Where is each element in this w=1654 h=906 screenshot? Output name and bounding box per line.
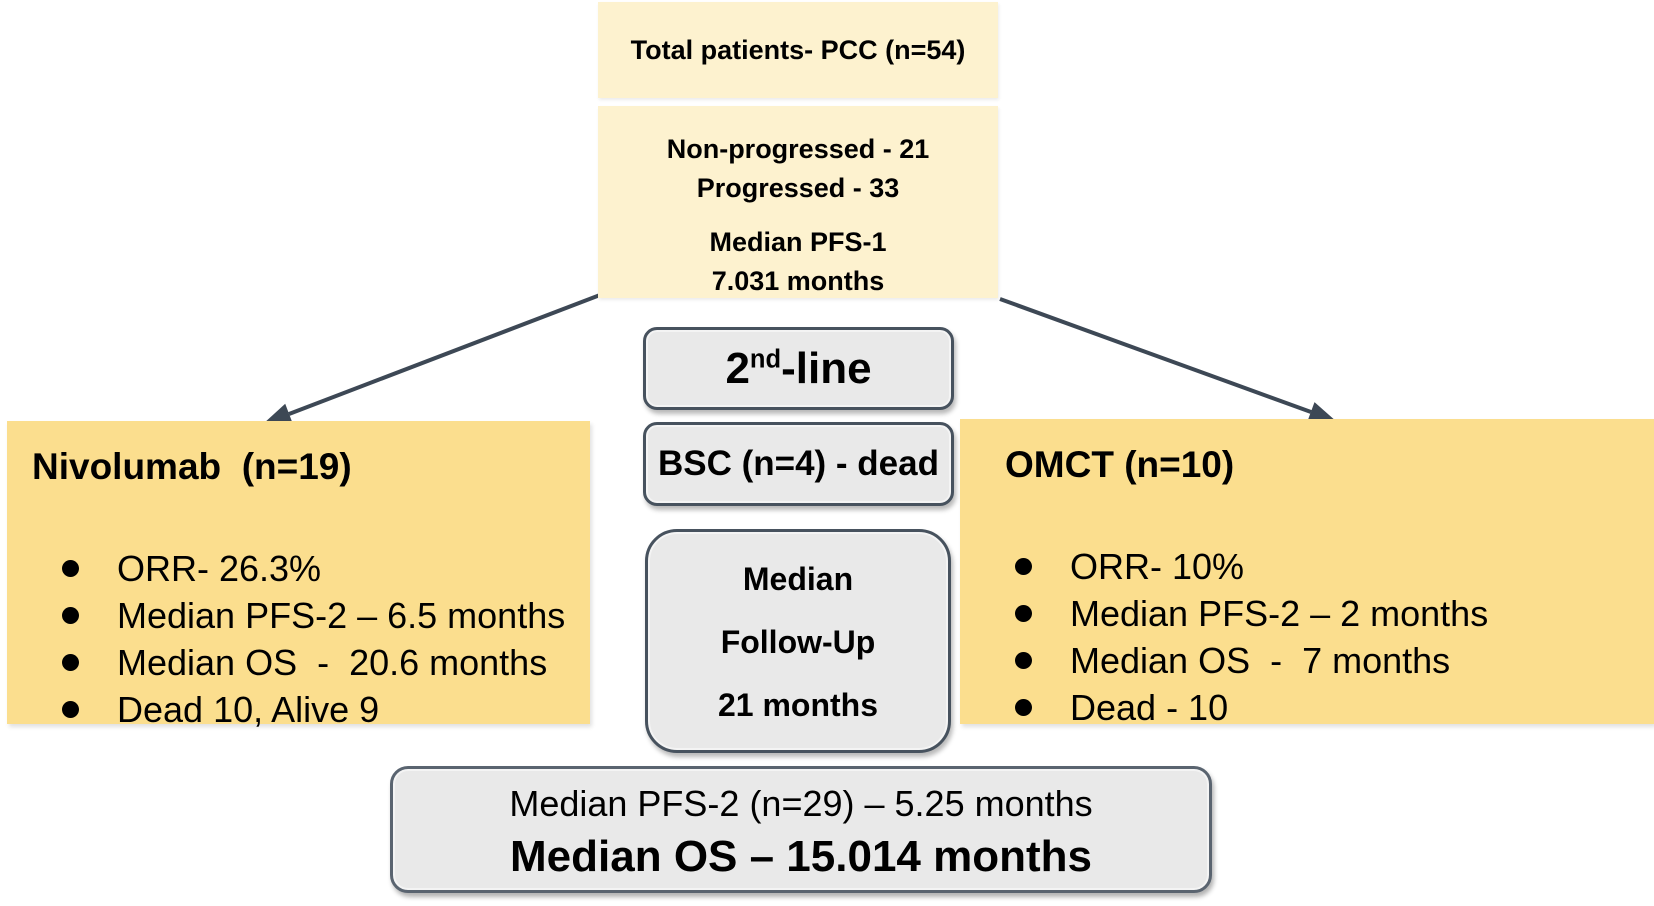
total-patients-box: Total patients- PCC (n=54) [598,2,998,98]
list-item: Dead - 10 [960,684,1654,731]
summary-os-text: Median OS – 15.014 months [510,832,1092,881]
non-progressed-text: Non-progressed - 21 [666,134,930,164]
list-item: Median OS - 20.6 months [7,639,590,686]
second-line-box: 2nd-line [643,327,954,410]
followup-box: Median Follow-Up 21 months [645,529,951,753]
omct-box: OMCT (n=10) ORR- 10% Median PFS-2 – 2 mo… [960,419,1654,728]
progressed-text: Progressed - 33 [696,173,900,203]
median-pfs1-label: Median PFS-1 [709,227,887,257]
followup-line-label: Follow-Up [720,624,876,660]
list-item: ORR- 10% [960,543,1654,590]
list-item: ORR- 26.3% [7,545,590,592]
followup-line-median: Median [742,561,854,597]
list-item: Median PFS-2 – 6.5 months [7,592,590,639]
arrow-right [999,297,1337,423]
list-item: Median OS - 7 months [960,637,1654,684]
median-pfs1-value: 7.031 months [711,266,885,296]
arrow-left [263,293,601,425]
total-patients-text: Total patients- PCC (n=54) [630,34,966,65]
summary-box: Median PFS-2 (n=29) – 5.25 months Median… [390,766,1212,893]
nivolumab-box: Nivolumab (n=19) ORR- 26.3% Median PFS-2… [7,421,590,730]
list-item: Dead 10, Alive 9 [7,686,590,733]
omct-title: OMCT (n=10) [1005,444,1235,485]
followup-line-value: 21 months [717,687,879,723]
bsc-box: BSC (n=4) - dead [643,422,954,506]
progression-box: Non-progressed - 21 Progressed - 33 Medi… [598,106,998,298]
second-line-text: 2nd-line [725,343,872,393]
bsc-text: BSC (n=4) - dead [657,444,939,483]
summary-pfs2-text: Median PFS-2 (n=29) – 5.25 months [509,783,1093,824]
nivolumab-title: Nivolumab (n=19) [32,446,352,487]
nivolumab-bullet-list: ORR- 26.3% Median PFS-2 – 6.5 months Med… [7,545,590,733]
list-item: Median PFS-2 – 2 months [960,590,1654,637]
omct-bullet-list: ORR- 10% Median PFS-2 – 2 months Median … [960,543,1654,731]
